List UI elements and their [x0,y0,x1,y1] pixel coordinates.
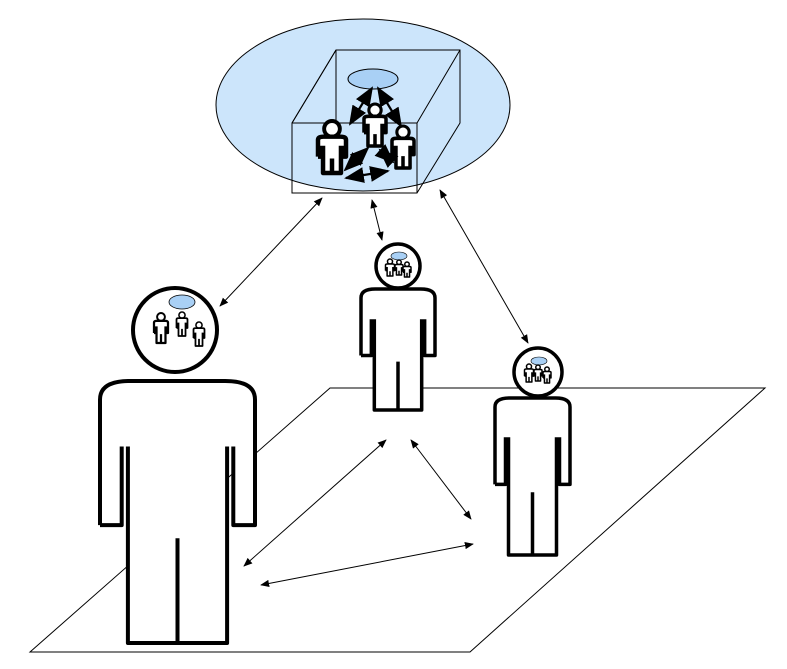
person-head [525,363,533,370]
person-body [523,368,535,383]
person-body [192,327,206,347]
person-body-icon [402,265,412,278]
person-body-icon [175,317,189,337]
person-right-body [493,396,572,557]
person-head [195,321,203,329]
head-person [394,259,404,276]
thought-bubble [530,356,548,366]
person-body [384,263,396,277]
bubble-ellipse [215,18,511,192]
person-body-icon [152,319,170,345]
person-body [362,114,388,148]
person-head [178,311,186,319]
person-head [322,119,342,139]
arrow-bubble-to-left-person [219,197,323,307]
cube-arrow [348,86,374,126]
person-body-icon [394,263,404,276]
cube-person-left [315,119,349,176]
person-body-icon [542,370,552,384]
head-person [402,261,412,278]
arrow-left-to-middle [243,439,387,567]
person-body [493,396,572,557]
person-body-icon [315,134,349,176]
arrow-middle-to-right [410,439,472,520]
arrows-group [219,189,529,587]
person-middle-body [359,287,437,412]
person-body [394,263,404,276]
person-body-icon [523,368,535,383]
head-person [175,311,189,337]
person-body-icon [384,263,396,277]
people-group [98,242,572,645]
cube-arrow [376,86,403,128]
person-body [315,134,349,176]
person-body [98,379,257,645]
arrow-left-to-right [260,542,474,587]
head-person [384,258,396,277]
thought-bubble [168,294,196,310]
person-body-icon [192,327,206,347]
head-person [523,363,535,383]
person-head [386,258,394,265]
head-person [152,312,170,345]
person-body [402,265,412,278]
head-person [192,321,206,347]
head-person [542,366,552,384]
arrow-bubble-to-right-person [439,189,529,344]
person-body-icon [390,136,416,170]
person-body-icon [362,114,388,148]
cube-arrow [374,144,399,168]
person-right [493,346,572,557]
person-left-head [131,286,219,374]
thought-bubble [390,251,408,261]
person-middle [359,242,437,412]
person-head [367,102,383,118]
person-left-body [98,379,257,645]
person-body [152,319,170,345]
person-head [156,312,166,322]
person-body [533,368,543,382]
person-head [395,124,411,140]
cube-edges [291,49,461,193]
person-left [98,286,257,645]
person-body [359,287,437,412]
head-person [533,364,543,382]
shared-thought-bubble [215,18,511,194]
cube-arrow [344,166,390,183]
arrow-bubble-to-middle-person [370,199,384,241]
person-body [390,136,416,170]
person-body-icon [533,368,543,382]
inner-shared-bubble [347,68,399,90]
person-body [542,370,552,384]
person-body [175,317,189,337]
